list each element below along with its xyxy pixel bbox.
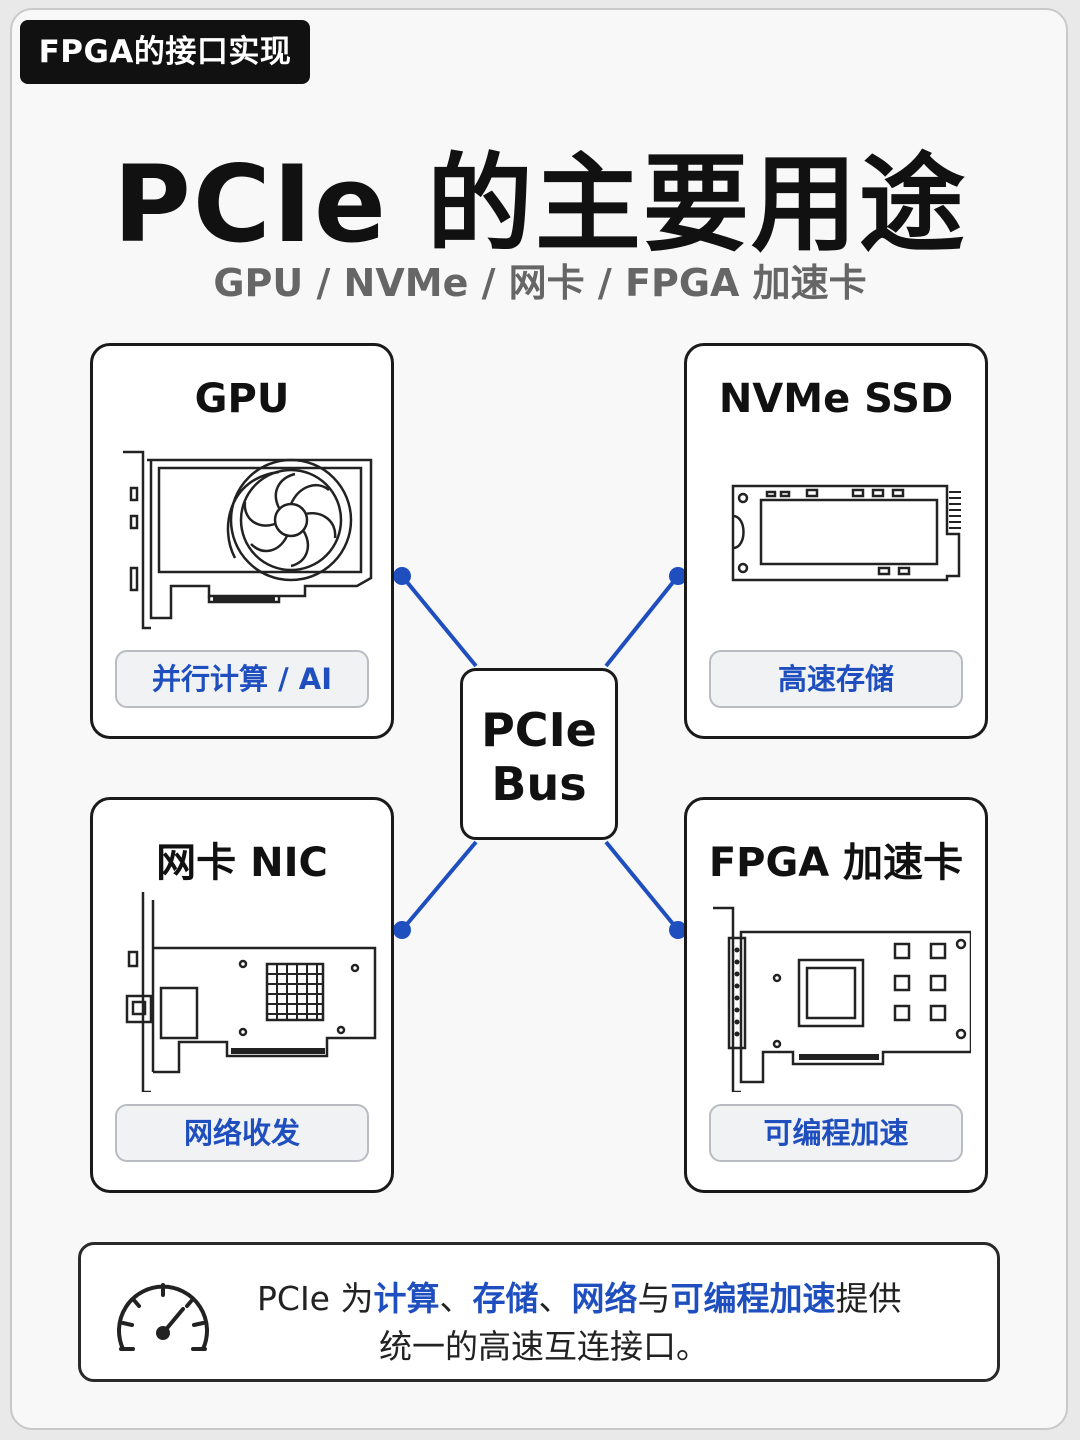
card-nic-label: 网络收发 xyxy=(115,1104,369,1162)
summary-highlight-network: 网络 xyxy=(571,1279,638,1318)
page-title: PCIe 的主要用途 xyxy=(113,143,967,266)
card-gpu: GPU 并行计算 / AI xyxy=(90,343,394,739)
card-fpga-label: 可编程加速 xyxy=(709,1104,963,1162)
summary-highlight-storage: 存储 xyxy=(472,1279,539,1318)
summary-box: PCIe 为计算、存储、网络与可编程加速提供 统一的高速互连接口。 xyxy=(78,1242,1000,1382)
summary-highlight-accel: 可编程加速 xyxy=(670,1279,836,1318)
summary-text-part: PCIe 为 xyxy=(257,1279,374,1318)
link-gpu-dot xyxy=(393,567,411,585)
speedometer-icon xyxy=(117,1283,209,1351)
link-nvme xyxy=(604,574,680,668)
card-gpu-label: 并行计算 / AI xyxy=(115,650,369,708)
ssd-icon xyxy=(731,484,961,582)
card-nvme-title: NVMe SSD xyxy=(718,376,954,422)
card-fpga: FPGA 加速卡 可编程加速 xyxy=(684,797,988,1193)
summary-text-line2: 统一的高速互连接口。 xyxy=(379,1327,709,1366)
card-nvme-label: 高速存储 xyxy=(709,650,963,708)
topic-tag: FPGA的接口实现 xyxy=(20,20,310,84)
gpu-card-icon xyxy=(123,450,373,630)
link-nic xyxy=(400,840,478,932)
card-gpu-title: GPU xyxy=(194,376,290,422)
pcie-bus-node: PCIe Bus xyxy=(460,668,618,840)
summary-text: PCIe 为计算、存储、网络与可编程加速提供 统一的高速互连接口。 xyxy=(257,1275,977,1371)
summary-highlight-compute: 计算 xyxy=(373,1279,440,1318)
fpga-card-icon xyxy=(713,906,971,1092)
summary-text-part: 提供 xyxy=(835,1279,902,1318)
card-fpga-title: FPGA 加速卡 xyxy=(708,840,964,886)
page-subtitle: GPU / NVMe / 网卡 / FPGA 加速卡 xyxy=(213,261,867,305)
summary-separator: 、 xyxy=(439,1279,473,1318)
card-nic-title: 网卡 NIC xyxy=(156,840,328,886)
bus-line1: PCIe xyxy=(481,703,597,757)
nic-card-icon xyxy=(125,892,377,1092)
card-nic: 网卡 NIC 网络收发 xyxy=(90,797,394,1193)
link-fpga-dot xyxy=(669,921,687,939)
summary-text-part: 与 xyxy=(637,1279,671,1318)
bus-line2: Bus xyxy=(491,757,587,811)
link-nic-dot xyxy=(393,921,411,939)
link-nvme-dot xyxy=(669,567,687,585)
summary-separator: 、 xyxy=(538,1279,572,1318)
link-fpga xyxy=(604,840,680,932)
link-gpu xyxy=(400,574,478,668)
card-nvme: NVMe SSD 高速存储 xyxy=(684,343,988,739)
